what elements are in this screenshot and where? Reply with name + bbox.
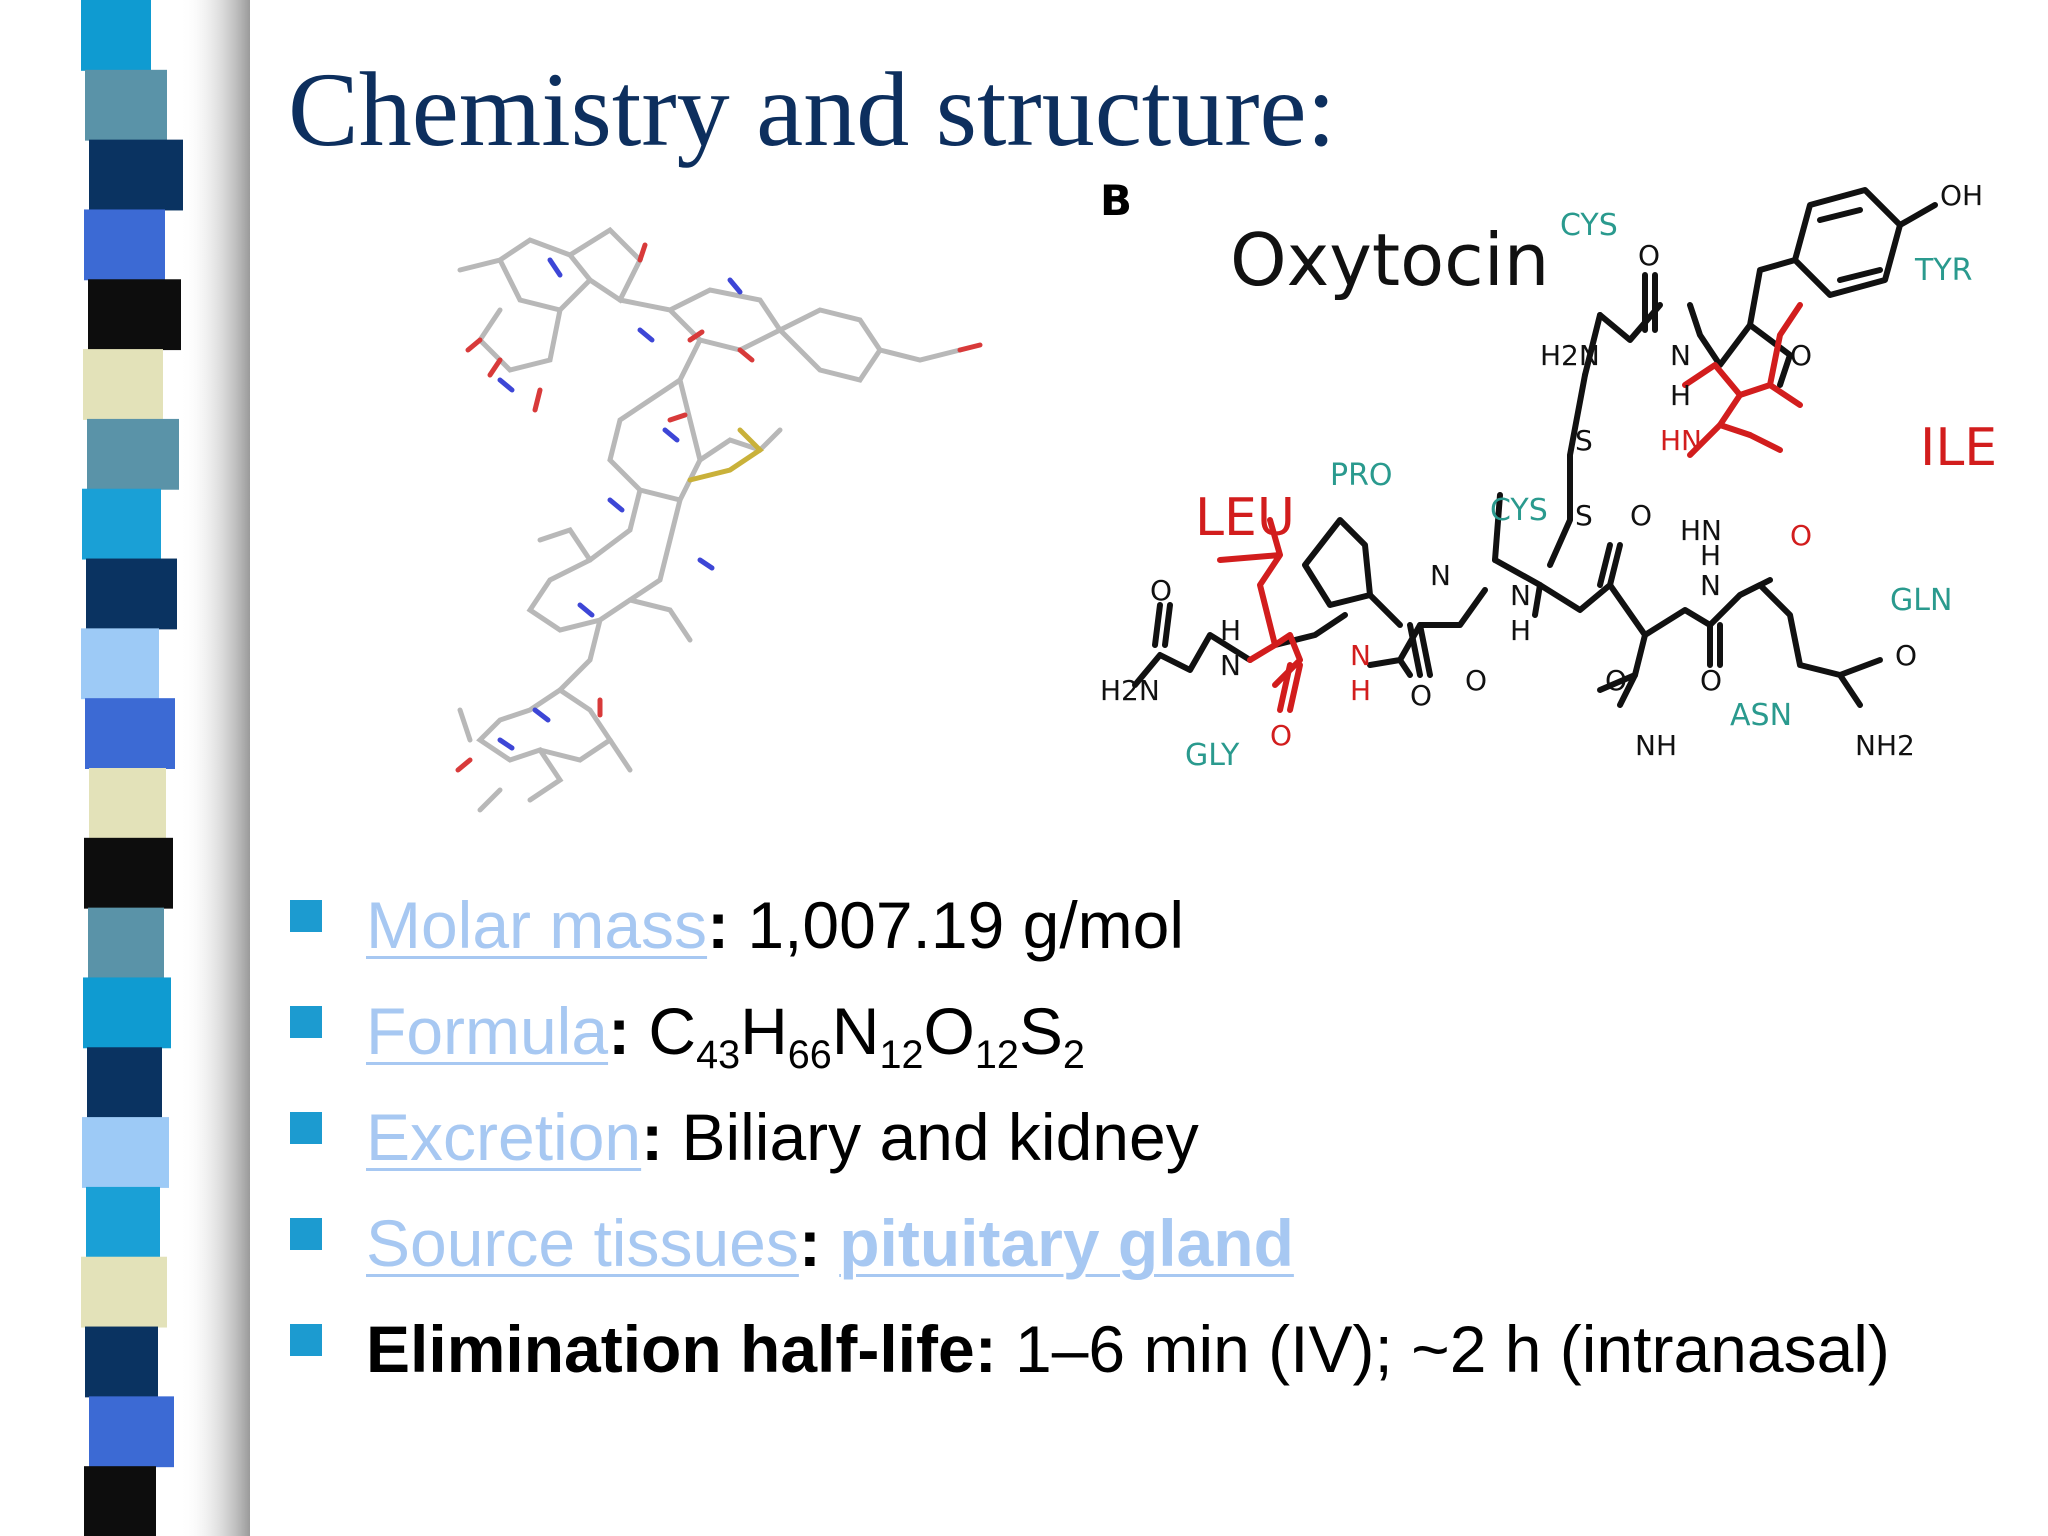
atom-label-nh2-gln: NH2 — [1855, 729, 1915, 762]
atom-label-o-top: O — [1638, 239, 1660, 272]
side-bar-stripe — [88, 907, 164, 979]
side-bar-stripe — [89, 768, 166, 839]
excretion-link[interactable]: Excretion — [366, 1100, 642, 1174]
side-bar-stripe — [87, 418, 179, 490]
atom-label-o-cys6: O — [1630, 499, 1652, 532]
formula-link[interactable]: Formula — [366, 994, 609, 1068]
atom-label-n-leu: N — [1350, 639, 1371, 672]
slide-title: Chemistry and structure: — [288, 51, 1336, 168]
atom-label-o-cys6-down: O — [1465, 664, 1487, 697]
atom-label-h-top: H — [1670, 379, 1691, 412]
residue-label-gly: GLY — [1185, 738, 1240, 773]
residue-label-pro: PRO — [1330, 458, 1393, 493]
atom-label-h-leu: H — [1350, 674, 1371, 707]
side-bar-stripe — [82, 1117, 169, 1188]
atom-label-o-leu: O — [1270, 719, 1292, 752]
atom-label-o-asn: O — [1605, 664, 1627, 697]
side-bar-stripe — [88, 279, 181, 351]
bullet-square — [290, 1218, 322, 1250]
atom-label-o-pro: O — [1410, 679, 1432, 712]
atom-label-hn-gln: HN — [1680, 514, 1722, 547]
fact-excretion: Excretion: Biliary and kidney — [290, 1090, 2030, 1196]
molar-mass-value: 1,007.19 g/mol — [729, 888, 1185, 962]
molar-mass-link[interactable]: Molar mass — [366, 888, 708, 962]
side-bar-stripe — [81, 0, 151, 71]
atom-label-h2n-gly: H2N — [1100, 674, 1160, 707]
side-bar-stripe — [83, 349, 163, 420]
side-bar-stripe — [86, 558, 177, 630]
fact-elimination-half-life: Elimination half-life: 1–6 min (IV); ~2 … — [290, 1302, 2030, 1408]
atom-label-o-asn-2: O — [1700, 664, 1722, 697]
fact-molar-mass: Molar mass: 1,007.19 g/mol — [290, 878, 2030, 984]
elimination-half-life-label: Elimination half-life: — [366, 1312, 997, 1386]
side-bar-stripe — [82, 488, 161, 560]
side-bar-stripe — [84, 837, 173, 909]
residue-label-gln: GLN — [1890, 583, 1952, 618]
facts-list: Molar mass: 1,007.19 g/mol Formula: C43H… — [290, 878, 2030, 1408]
side-bar-stripe — [83, 977, 171, 1049]
separator: : — [608, 994, 631, 1068]
atom-label-s-1: S — [1575, 424, 1593, 457]
atom-label-n-gly: N — [1220, 649, 1241, 682]
molecule-name: Oxytocin — [1230, 218, 1549, 302]
atom-label-o-ile: O — [1790, 519, 1812, 552]
atom-label-s-2: S — [1575, 499, 1593, 532]
bullet-square — [290, 1112, 322, 1144]
atom-label-hn-ile: HN — [1660, 424, 1702, 457]
decorative-side-bar — [81, 0, 250, 1536]
bullet-square — [290, 1006, 322, 1038]
side-bar-stripe — [85, 69, 167, 141]
separator: : — [707, 888, 730, 962]
formula-value: C43H66N12O12S2 — [648, 994, 1085, 1077]
pituitary-gland-link[interactable]: pituitary gland — [839, 1206, 1294, 1280]
atom-label-h2n-top: H2N — [1540, 339, 1600, 372]
side-bar-stripe — [85, 698, 175, 769]
side-bar-stripe — [81, 628, 159, 700]
excretion-value: Biliary and kidney — [663, 1100, 1199, 1174]
separator: : — [798, 1206, 821, 1280]
side-bar-stripe — [87, 1047, 162, 1119]
side-bar-stripe — [86, 1186, 160, 1258]
atom-label-n-asn: N — [1700, 569, 1721, 602]
side-bar-stripe — [85, 1326, 158, 1398]
atom-label-o-tyr: O — [1790, 339, 1812, 372]
atom-label-n-pro: N — [1430, 559, 1451, 592]
atom-label-o-gly: O — [1150, 574, 1172, 607]
atom-label-n-top: N — [1670, 339, 1691, 372]
atom-label-h-asn: H — [1700, 539, 1721, 572]
side-bar-stripe — [89, 1396, 174, 1468]
atom-label-n-cys6: N — [1510, 579, 1531, 612]
atom-label-o-gln: O — [1895, 639, 1917, 672]
oxytocin-structural-formula: B Oxytocin — [1100, 176, 1997, 773]
residue-label-leu: LEU — [1195, 488, 1295, 548]
source-tissues-link[interactable]: Source tissues — [366, 1206, 799, 1280]
residue-label-cys-6: CYS — [1490, 493, 1548, 528]
atom-label-oh: OH — [1940, 179, 1983, 212]
residue-label-asn: ASN — [1730, 698, 1792, 733]
atom-label-h-gly: H — [1220, 614, 1241, 647]
elimination-half-life-value: 1–6 min (IV); ~2 h (intranasal) — [996, 1312, 1890, 1386]
residue-label-tyr: TYR — [1914, 253, 1973, 288]
fact-source-tissues: Source tissues: pituitary gland — [290, 1196, 2030, 1302]
side-bar-stripe — [89, 139, 183, 211]
side-bar-stripe — [84, 1466, 156, 1536]
separator: : — [641, 1100, 664, 1174]
bullet-square — [290, 900, 322, 932]
fact-formula: Formula: C43H66N12O12S2 — [290, 984, 2030, 1090]
residue-label-ile: ILE — [1920, 418, 1997, 478]
atom-label-h-cys6: H — [1510, 614, 1531, 647]
panel-label: B — [1100, 176, 1132, 225]
bullet-square — [290, 1324, 322, 1356]
side-bar-stripe — [81, 1256, 167, 1328]
atom-label-nh-asn: NH — [1635, 729, 1677, 762]
side-bar-stripe — [84, 209, 165, 281]
molecule-3d-model-image — [455, 226, 983, 813]
residue-label-cys-1: CYS — [1560, 208, 1618, 243]
